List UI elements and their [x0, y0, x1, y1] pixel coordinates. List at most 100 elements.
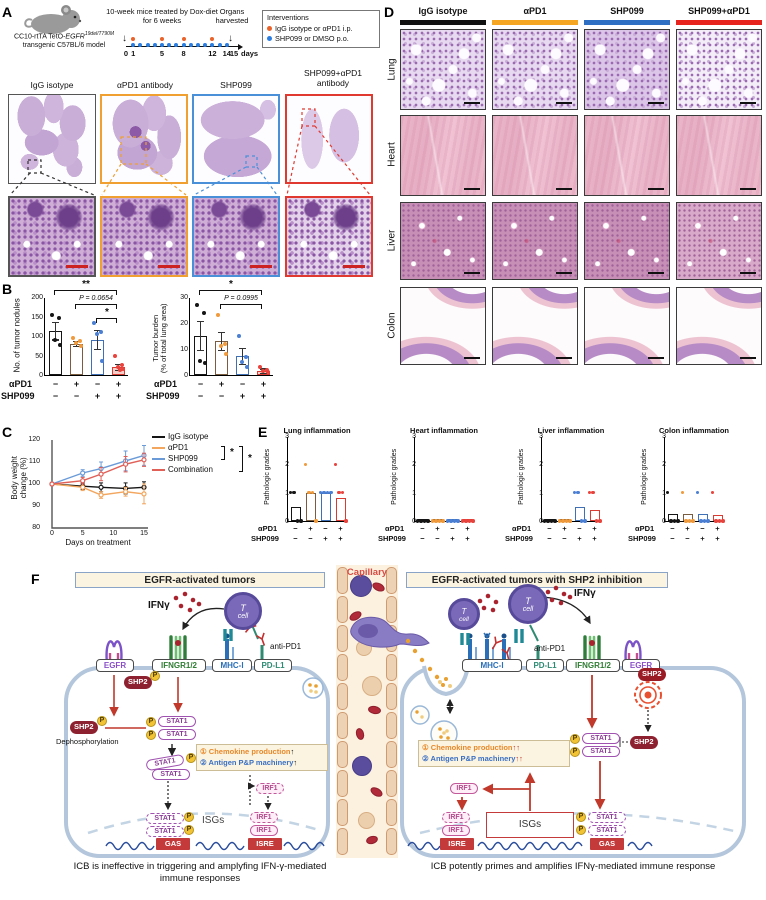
data-point [676, 519, 680, 523]
dose-dot-ip [210, 37, 215, 41]
error-cap [197, 349, 204, 351]
timeline-day: 14 [222, 49, 231, 58]
x-axis-sign: + [94, 391, 101, 401]
axis-tick: 3 [662, 433, 666, 440]
isre-element: ISRE [248, 838, 282, 850]
x-axis-sign: − [547, 524, 552, 533]
egfr-label: EGFR [96, 659, 134, 672]
data-point [239, 360, 244, 364]
x-axis-sign: − [420, 534, 425, 543]
d-col-header: αPD1 [523, 6, 547, 16]
endothelial-cell [337, 799, 348, 826]
legend-item: SHP099 [152, 454, 198, 464]
e-ylabel: Pathologic grades [518, 448, 526, 505]
data-point [194, 302, 199, 307]
x-axis-sign: − [293, 524, 298, 533]
a-col-label: SHP099 [220, 80, 252, 90]
data-point [449, 519, 453, 523]
data-point [98, 330, 103, 335]
ifng-label: IFNγ [148, 600, 170, 611]
data-point [598, 519, 602, 523]
d-col-colorbar [584, 20, 670, 25]
axis-tick: 0 [412, 518, 416, 525]
data-point [695, 490, 700, 495]
endothelial-cell [386, 799, 397, 826]
data-point [430, 519, 435, 523]
x-axis-sign: + [592, 524, 597, 533]
endothelial-cell [337, 828, 348, 855]
timeline-day: 5 [159, 49, 165, 58]
data-point [587, 490, 592, 495]
x-axis-row-label: SHP099 [251, 534, 279, 543]
dose-dot-ip [181, 37, 186, 41]
data-point [99, 358, 104, 363]
caption-left: ICB is ineffective in triggering and amp… [73, 861, 327, 884]
histology-colon-cell [400, 287, 486, 365]
bar [305, 492, 316, 521]
data-point [710, 490, 715, 495]
axis-tick: 80 [32, 524, 40, 531]
axis-tick: 0 [184, 372, 188, 379]
data-point [77, 338, 82, 343]
error-cap [218, 349, 225, 351]
interventions-legend: Interventions IgG isotype or αPD1 i.p. S… [262, 10, 380, 48]
data-point [223, 352, 228, 357]
panel-label-d: D [384, 4, 395, 20]
x-axis-sign: + [715, 524, 720, 533]
error-cap [73, 345, 80, 347]
e-chart-title: Liver inflammation [537, 426, 605, 435]
data-point [576, 490, 580, 495]
data-point [303, 462, 308, 467]
e-chart-title: Lung inflammation [283, 426, 351, 435]
data-point [73, 340, 78, 345]
x-axis-row-label: SHP099 [146, 391, 180, 401]
data-point [467, 519, 472, 523]
timeline-axis [126, 43, 243, 51]
dose-dot-po [217, 42, 222, 47]
immune-cell-icon [362, 676, 382, 696]
x-axis-sign: + [685, 524, 690, 533]
legend-marker [152, 435, 165, 439]
panel-label-e: E [258, 424, 268, 440]
data-point [546, 519, 550, 523]
endothelial-cell [386, 741, 397, 768]
data-point [222, 341, 227, 346]
x-axis-row-label: αPD1 [512, 524, 532, 533]
dose-dot-po [138, 42, 143, 47]
x-axis-sign: + [338, 524, 343, 533]
mhc-label: MHC-I [462, 659, 522, 672]
data-point [244, 365, 249, 370]
axis-tick: 3 [285, 433, 289, 440]
histology-inset-shp099 [192, 196, 280, 277]
d-row-label: Colon [386, 312, 398, 339]
model-text: CC10-rtTA TetO-EGFR19del/T790M transgeni… [13, 31, 115, 49]
body-weight-chart [49, 440, 148, 529]
endothelial-cell [386, 770, 397, 797]
data-point [120, 367, 125, 372]
error-cap [218, 331, 225, 333]
irf1-pill: IRF1 [256, 783, 284, 794]
data-point [591, 490, 595, 495]
x-axis-row-label: SHP099 [378, 534, 406, 543]
error-bar [241, 348, 244, 365]
data-point [215, 313, 220, 318]
endothelial-cell [386, 683, 397, 710]
x-axis-sign: − [52, 391, 59, 401]
phospho-icon: P [146, 730, 156, 740]
legend-marker [152, 446, 165, 450]
x-axis-sign: + [218, 379, 225, 389]
caption-right: ICB potently primes and amplifies IFNγ-m… [430, 861, 716, 872]
e-ylabel: Pathologic grades [641, 448, 649, 505]
irf1-pill: IRF1 [250, 825, 278, 836]
orange-dot-icon [267, 25, 272, 31]
timeline-day: 1 [131, 49, 136, 58]
error-cap [239, 347, 246, 350]
isgs-box: ISGs [486, 812, 574, 838]
axis-tick: 2 [285, 461, 289, 469]
dose-dot-po [145, 42, 150, 47]
histology-liver-cell [584, 202, 670, 280]
histology-lung-cell [676, 29, 762, 110]
sig-bracket [199, 290, 262, 295]
